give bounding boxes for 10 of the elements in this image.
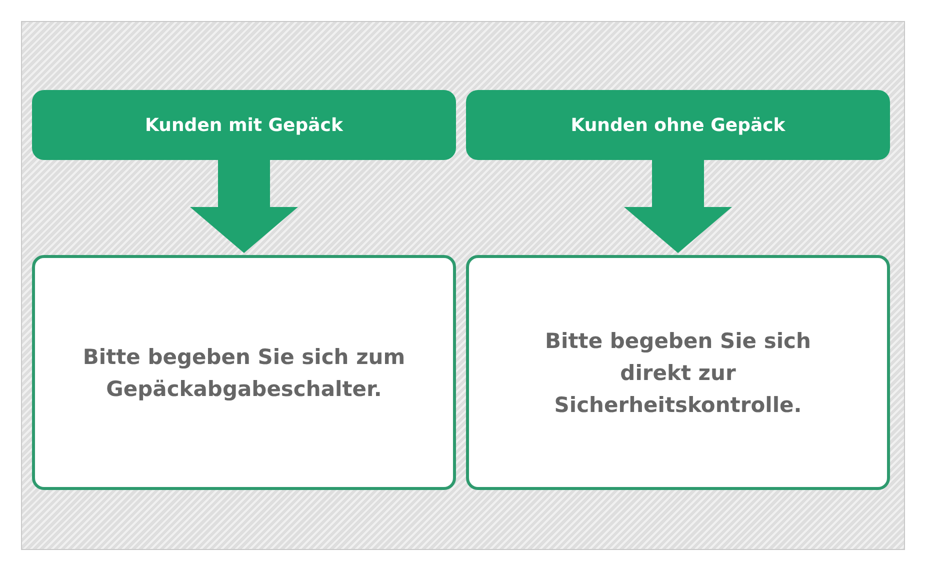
header-text: Kunden ohne Gepäck <box>570 114 786 138</box>
category-header <box>32 90 456 160</box>
instruction-text: Bitte begeben Sie sich direkt zur Sicherheitskontrolle. <box>544 328 812 418</box>
header-text: Kunden mit Gepäck <box>145 114 343 138</box>
down-arrow <box>624 160 732 253</box>
instruction-box <box>32 255 456 490</box>
category-header <box>466 90 890 160</box>
instruction-box <box>466 255 890 490</box>
down-arrow <box>190 160 298 253</box>
instruction-text: Bitte begeben Sie sich zum Gepäckabgabeschalter. <box>82 344 406 402</box>
